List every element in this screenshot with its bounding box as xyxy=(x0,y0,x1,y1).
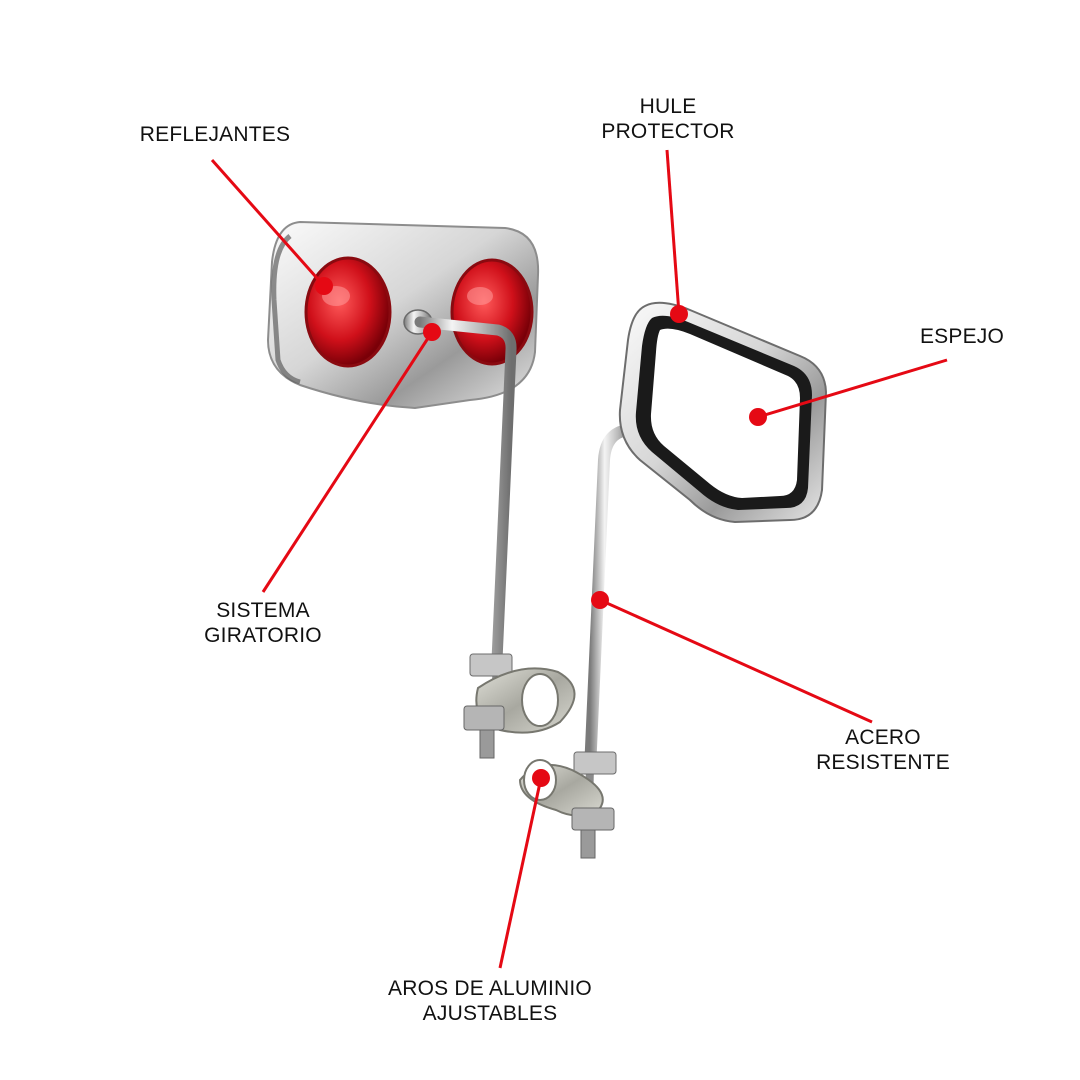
callout-line-aros xyxy=(498,777,543,969)
callout-dot-aros xyxy=(532,769,550,787)
label-sistema-giratorio: SISTEMA GIRATORIO xyxy=(204,599,322,647)
callout-line-hule xyxy=(665,149,681,315)
right-mirror xyxy=(518,301,828,859)
left-mirror xyxy=(266,220,576,759)
label-reflejantes: REFLEJANTES xyxy=(139,123,291,146)
callouts xyxy=(210,149,948,969)
callout-line-sistema xyxy=(261,331,434,593)
callout-line-espejo xyxy=(757,358,948,419)
callout-dot-reflejantes xyxy=(315,277,333,295)
label-aros-de-aluminio: AROS DE ALUMINIO AJUSTABLES xyxy=(388,977,592,1025)
callout-dot-hule xyxy=(670,305,688,323)
callout-dot-acero xyxy=(591,591,609,609)
mirror-glass xyxy=(650,328,800,498)
label-acero-resistente: ACERO RESISTENTE xyxy=(816,726,950,774)
callout-line-acero xyxy=(599,598,873,724)
reflector-left xyxy=(304,256,392,368)
callout-dot-espejo xyxy=(749,408,767,426)
callout-dot-sistema xyxy=(423,323,441,341)
left-mirror-arm xyxy=(414,316,517,666)
label-espejo: ESPEJO xyxy=(919,325,1005,348)
reflector-right xyxy=(450,258,534,366)
callout-line-reflejantes xyxy=(210,159,326,287)
label-hule-protector: HULE PROTECTOR xyxy=(601,95,735,143)
